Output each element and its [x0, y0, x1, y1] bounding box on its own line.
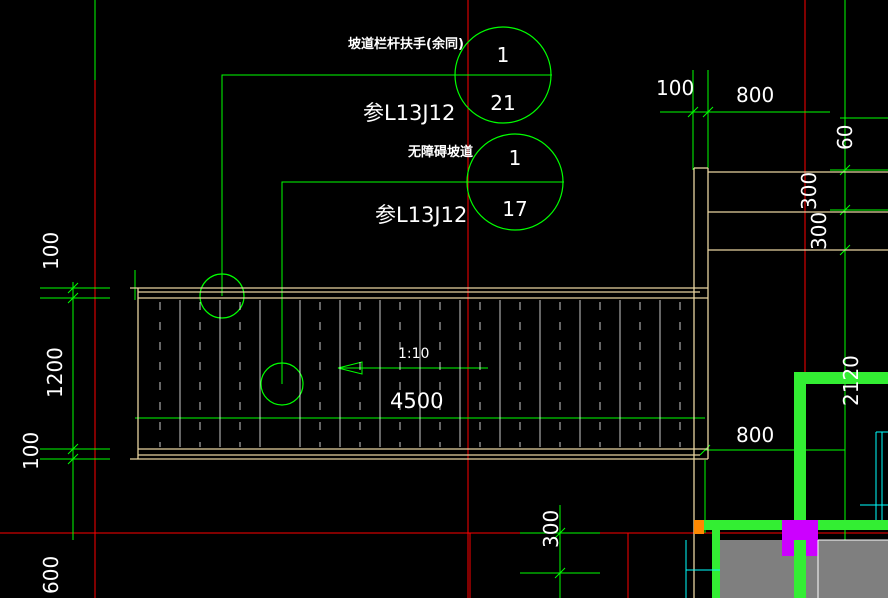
dim-left-100-bottom: 100 [19, 432, 43, 470]
dim-right-60: 60 [833, 125, 857, 150]
dim-left-100-top: 100 [39, 232, 63, 270]
handrail-detail-number: 1 [497, 43, 510, 67]
ramp-treads [179, 300, 661, 447]
dim-top-800: 800 [736, 83, 774, 107]
dim-right-2120: 2120 [839, 355, 863, 406]
leader-circle-handrail [199, 273, 245, 319]
ramp-tread-dashes [159, 302, 681, 447]
leader-circle-ramp [260, 362, 304, 406]
dim-right-300-b: 300 [807, 212, 831, 250]
dim-top-100: 100 [656, 76, 694, 100]
dim-left-1200: 1200 [43, 347, 67, 398]
building-walls [685, 372, 888, 598]
barrier-free-title: 无障碍坡道 [407, 144, 473, 160]
ramp-detail-number: 1 [509, 146, 522, 170]
dim-left-600: 600 [39, 556, 63, 594]
detail-bubble-handrail [454, 26, 552, 124]
slope-label: 1:10 [398, 346, 429, 362]
dim-mid-800: 800 [736, 423, 774, 447]
ramp-handrail-title: 坡道栏杆扶手(余同) [348, 36, 464, 52]
handrail-reference: 参L13J12 [363, 101, 455, 125]
dim-bottom-300: 300 [539, 510, 563, 548]
ramp-detail-sheet: 17 [502, 197, 527, 221]
ramp-length-label: 4500 [390, 389, 443, 413]
detail-bubble-ramp [466, 133, 564, 231]
handrail-detail-sheet: 21 [490, 91, 515, 115]
ramp-reference: 参L13J12 [375, 203, 467, 227]
detail-callouts [199, 26, 564, 406]
dim-right-300-a: 300 [797, 172, 821, 210]
